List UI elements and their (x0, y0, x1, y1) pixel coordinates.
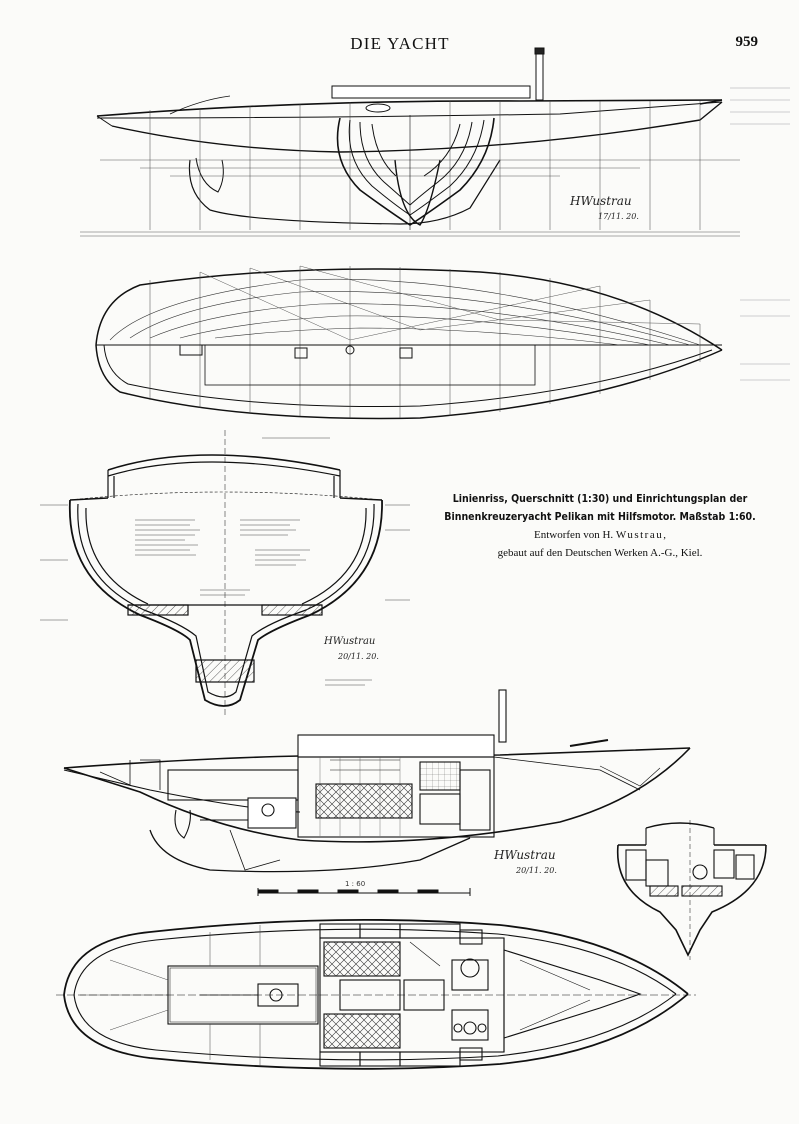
caption-line-2: Binnenkreuzeryacht Pelikan mit Hilfsmoto… (444, 511, 756, 523)
half-breadth-plan (80, 235, 740, 420)
signature-date-3: 20/11. 20. (516, 866, 557, 875)
signature-date-2: 20/11. 20. (338, 652, 379, 661)
figure-caption: Linienriss, Querschnitt (1:30) und Einri… (440, 490, 760, 562)
small-cross-section (616, 820, 767, 960)
signature-1: HWustrau (570, 194, 632, 208)
page-number: 959 (735, 34, 759, 50)
journal-title: DIE YACHT (350, 34, 450, 53)
caption-designer-prefix: Entworfen von H. (534, 529, 614, 541)
scale-label: 1 : 60 (345, 880, 366, 888)
caption-line-1: Linienriss, Querschnitt (1:30) und Einri… (452, 493, 748, 505)
accommodation-plan (56, 919, 696, 1070)
caption-line-3: Entworfen von H. Wustrau, (440, 526, 760, 544)
caption-designer-suffix: , (663, 529, 666, 541)
caption-designer-name: Wustrau (615, 529, 664, 541)
interior-profile-plan (63, 689, 691, 873)
caption-line-4: gebaut auf den Deutschen Werken A.-G., K… (497, 547, 703, 559)
signature-date-1: 17/11. 20. (598, 212, 639, 221)
cross-section-plan (40, 430, 410, 715)
scale-bar (257, 888, 471, 896)
profile-lines-plan (80, 47, 740, 233)
bleed-through (730, 87, 790, 381)
signature-2: HWustrau (324, 636, 376, 647)
signature-3: HWustrau (494, 848, 556, 862)
